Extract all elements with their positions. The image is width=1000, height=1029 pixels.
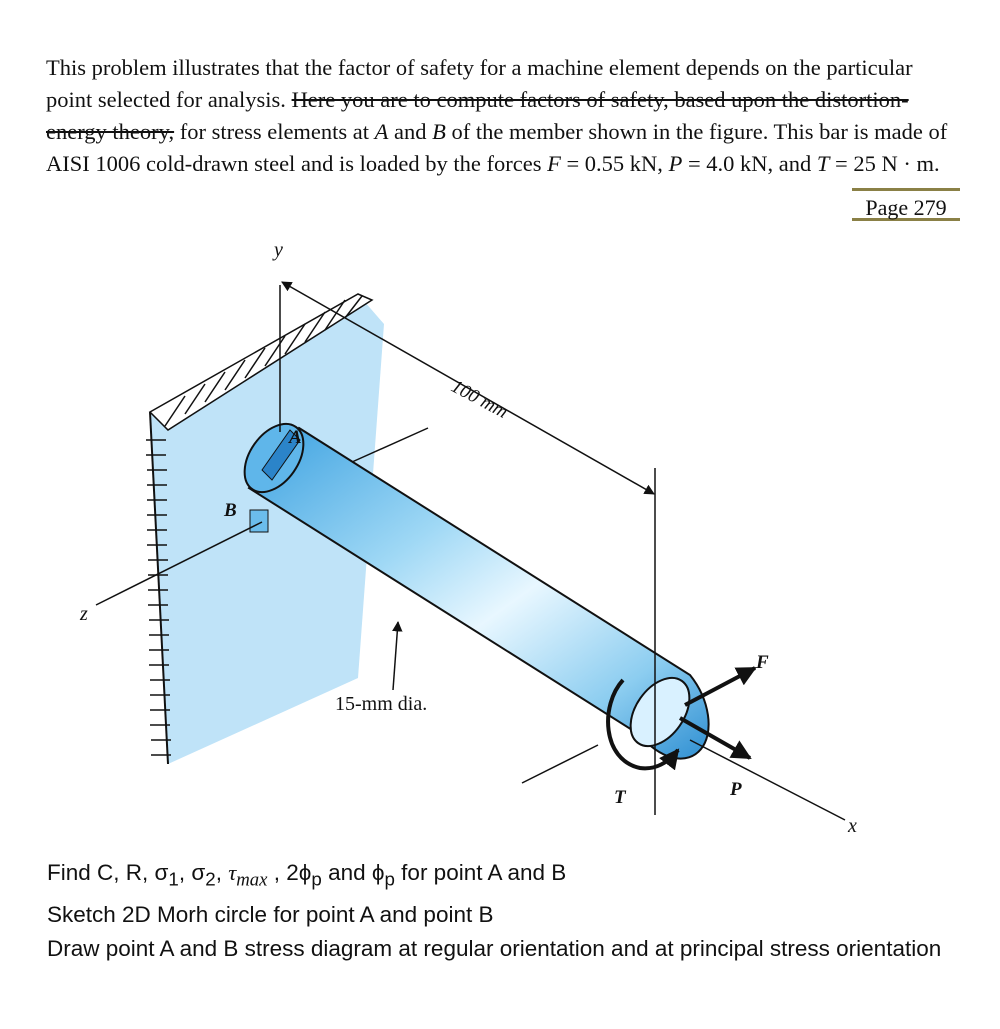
axes: [95, 281, 846, 821]
force-f-label: F: [755, 652, 769, 673]
point-a-label: A: [288, 427, 302, 448]
task-line-1: Find C, R, σ1, σ2, τmax , 2ϕp and ϕp for…: [47, 860, 567, 891]
problem-text-5: = 0.55 kN,: [560, 151, 669, 176]
z-axis-label: z: [79, 603, 88, 625]
dim-line-100: [281, 281, 655, 495]
diameter-label: 15-mm dia.: [335, 693, 427, 715]
torque-t-label: T: [614, 787, 627, 808]
problem-text-2: for stress elements at: [174, 119, 375, 144]
y-axis-label: y: [272, 239, 283, 261]
force-f-ref: F: [547, 151, 561, 176]
dia-leader: [392, 620, 403, 691]
task-line-2: Sketch 2D Morh circle for point A and po…: [47, 901, 494, 927]
problem-text-6: = 4.0 kN, and: [682, 151, 817, 176]
z-axis: [95, 521, 263, 606]
task-list: Find C, R, σ1, σ2, τmax , 2ϕp and ϕp for…: [47, 856, 967, 966]
x-axis-label: x: [847, 815, 857, 837]
cantilever-figure: y z x A B 100 mm 15-mm dia. F P T: [79, 239, 857, 837]
problem-text-4: of the member shown in the figure. This …: [46, 119, 948, 176]
ext-line-3: [521, 744, 599, 784]
dimension-label: 100 mm: [448, 376, 511, 423]
task-line-3: Draw point A and B stress diagram at reg…: [47, 935, 942, 961]
loads: [606, 666, 757, 771]
torque-t-ref: T: [816, 151, 830, 176]
force-f-arrow: [684, 666, 757, 707]
problem-text-7: = 25 N · m.: [829, 151, 940, 176]
struck-text: Here you are to compute factors of safet…: [46, 87, 909, 144]
page-number-badge: Page 279: [852, 188, 960, 221]
torque-arrow: [606, 678, 680, 771]
problem-text-3: and: [388, 119, 433, 144]
x-axis: [689, 739, 846, 821]
point-a-ref: A: [374, 119, 389, 144]
problem-text-1: This problem illustrates that the factor…: [46, 55, 913, 112]
problem-statement: This problem illustrates that the factor…: [46, 52, 961, 180]
point-b-label: B: [223, 500, 237, 521]
force-p-label: P: [729, 779, 742, 800]
force-p-ref: P: [668, 151, 683, 176]
point-b-ref: B: [432, 119, 446, 144]
force-p-arrow: [679, 716, 752, 760]
